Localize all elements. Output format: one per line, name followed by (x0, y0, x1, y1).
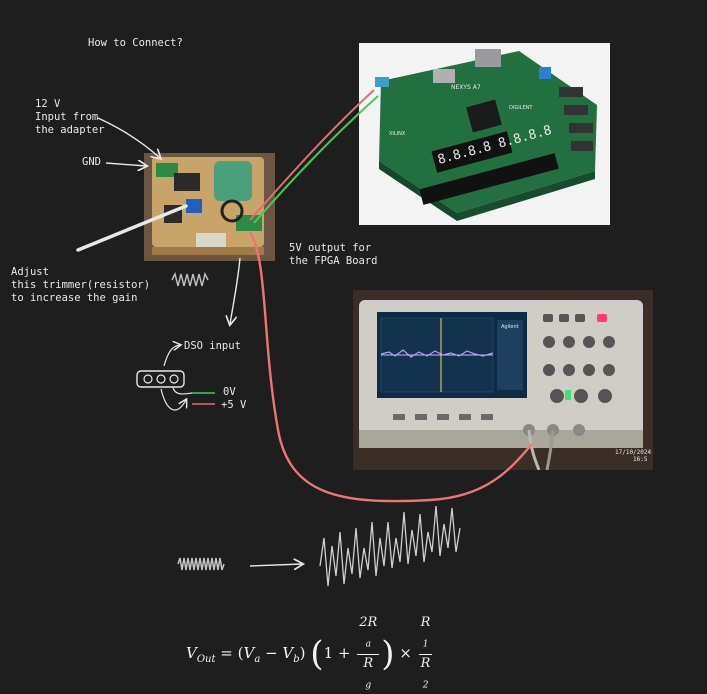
red-wire-fpga (250, 90, 374, 220)
diagram-annotations (0, 0, 707, 663)
red-wire-oscilloscope (250, 232, 532, 501)
arrow-12v-input (98, 118, 160, 158)
amplified-signal-waveform (320, 506, 460, 586)
formula-resistor-fraction: R1R2 (419, 614, 433, 694)
formula-gain-fraction: 2RaRg (357, 614, 379, 694)
green-wire-fpga (254, 96, 378, 223)
arrow-dso-input (230, 258, 240, 324)
input-signal-waveform (178, 558, 224, 570)
pointer-trimmer (78, 206, 186, 250)
gain-formula: VOut = (Va − Vb) (1 + 2RaRg) × R1R2 (186, 614, 434, 694)
arrow-gnd (106, 163, 146, 166)
amplify-arrow (250, 564, 302, 566)
formula-vout: VOut (186, 644, 216, 662)
dso-connector-sketch (137, 345, 215, 410)
trimmer-resistor-icon (172, 274, 208, 286)
